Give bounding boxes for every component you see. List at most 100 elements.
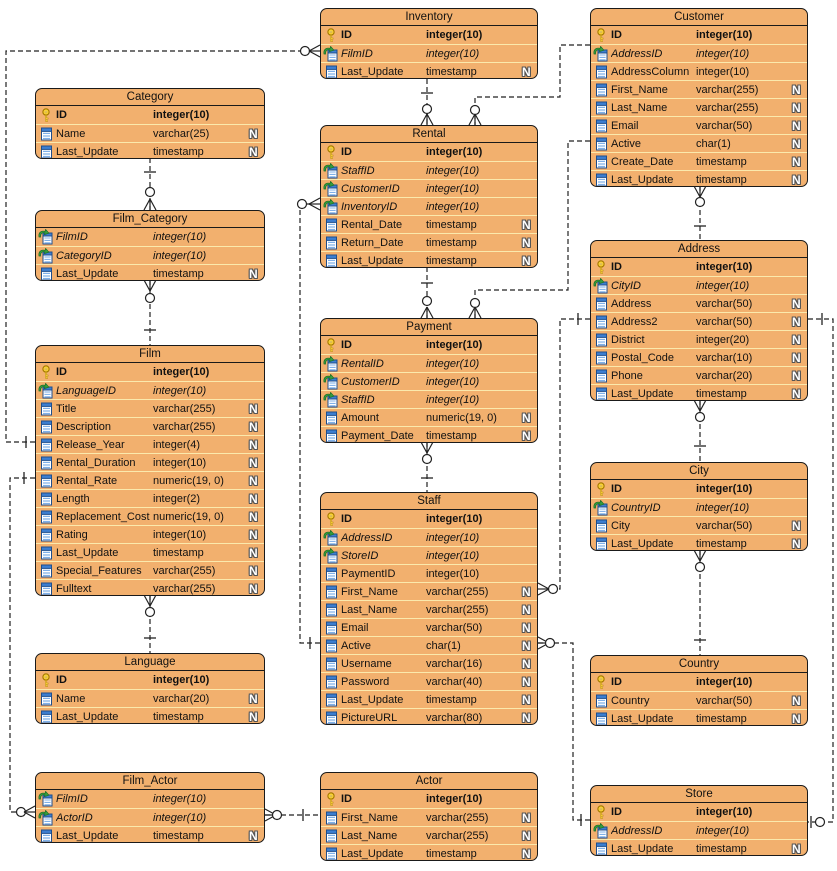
connector-category-filmcategory[interactable] <box>143 158 157 211</box>
connector-address-staff[interactable] <box>537 313 590 596</box>
table-title[interactable]: Staff <box>321 493 537 510</box>
connector-inventory-rental[interactable] <box>420 79 434 126</box>
table-title[interactable]: Category <box>36 89 264 106</box>
connector-customer-payment[interactable] <box>468 140 590 319</box>
connector-address-city[interactable] <box>693 399 707 462</box>
connector-film-inventory[interactable] <box>5 44 321 448</box>
table-title[interactable]: Rental <box>321 126 537 143</box>
table-title[interactable]: City <box>591 463 807 480</box>
connector-rental-payment[interactable] <box>420 267 434 319</box>
connector-city-country[interactable] <box>693 549 707 655</box>
connector-language-film[interactable] <box>143 594 157 653</box>
table-title[interactable]: Film_Category <box>36 211 264 228</box>
connector-staff-rental[interactable] <box>296 197 321 649</box>
table-title[interactable]: Payment <box>321 319 537 336</box>
connector-film-filmcategory[interactable] <box>143 279 157 345</box>
table-title[interactable]: Country <box>591 656 807 673</box>
table-title[interactable]: Customer <box>591 9 807 26</box>
